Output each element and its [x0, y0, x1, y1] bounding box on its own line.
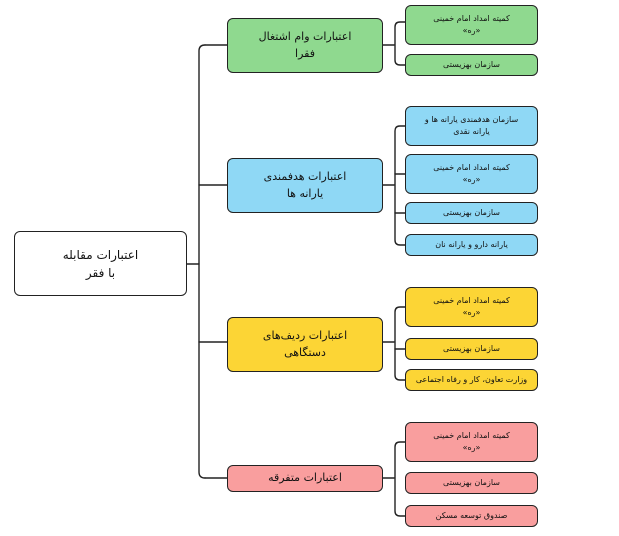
leaf-imam-khomeini-relief-3: کمیته امداد امام خمینی «ره» — [405, 287, 538, 327]
leaf-housing-fund: صندوق توسعه مسکن — [405, 505, 538, 527]
leaf-welfare-org-2: سازمان بهزیستی — [405, 202, 538, 224]
leaf-subsidy-org: سازمان هدفمندی یارانه ها و یارانه نقدی — [405, 106, 538, 146]
root-node: اعتبارات مقابله با فقر — [14, 231, 187, 296]
connector-cat-4-bracket — [394, 441, 406, 517]
category-loan-employment: اعتبارات وام اشتغال فقرا — [227, 18, 383, 73]
leaf-medicine-bread-subsidy: یارانه دارو و یارانه نان — [405, 234, 538, 256]
leaf-welfare-org-4: سازمان بهزیستی — [405, 472, 538, 494]
leaf-ministry-cooperatives: وزارت تعاون، کار و رفاه اجتماعی — [405, 369, 538, 391]
category-miscellaneous: اعتبارات متفرقه — [227, 465, 383, 492]
category-agency-lines: اعتبارات ردیف‌های دستگاهی — [227, 317, 383, 372]
leaf-imam-khomeini-relief-4: کمیته امداد امام خمینی «ره» — [405, 422, 538, 462]
leaf-imam-khomeini-relief-1: کمیته امداد امام خمینی «ره» — [405, 5, 538, 45]
leaf-imam-khomeini-relief-2: کمیته امداد امام خمینی «ره» — [405, 154, 538, 194]
connector-trunk — [198, 44, 206, 479]
connector-cat-3-bracket — [394, 306, 406, 381]
category-subsidy-targeting: اعتبارات هدفمندی یارانه ها — [227, 158, 383, 213]
leaf-welfare-org-3: سازمان بهزیستی — [405, 338, 538, 360]
connector-cat-2-bracket — [394, 125, 406, 246]
leaf-welfare-org-1: سازمان بهزیستی — [405, 54, 538, 76]
connector-cat-1-bracket — [394, 21, 406, 66]
